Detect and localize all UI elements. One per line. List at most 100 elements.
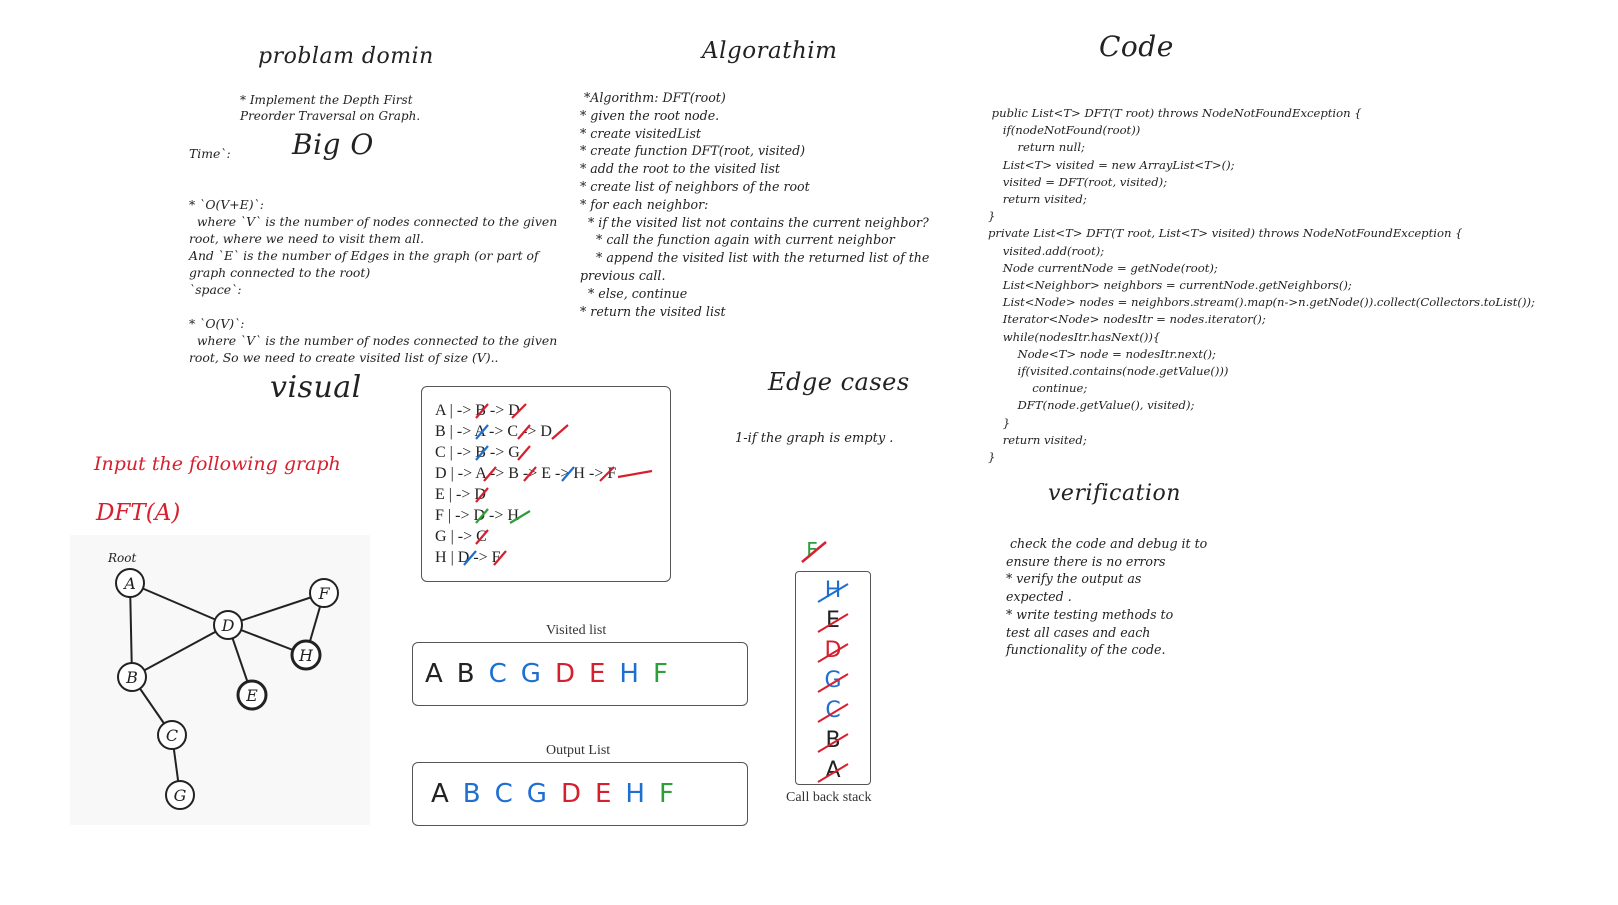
adjacency-separator: | [443, 507, 456, 524]
edge-d-f [227, 592, 325, 626]
output-list-item: D [560, 779, 581, 809]
strike-mark [511, 403, 527, 419]
call-stack-top-strike [801, 541, 827, 563]
adjacency-separator: | [444, 486, 456, 503]
adjacency-separator: | [446, 549, 458, 566]
graph-node-a [115, 568, 145, 598]
call-stack-item: A [825, 758, 841, 783]
visited-list-item: C [488, 659, 507, 689]
root-label: Root [107, 551, 136, 565]
graph-node-label-g: G [174, 786, 187, 805]
verification-title: verification [1048, 481, 1181, 506]
output-list-item: B [462, 779, 481, 809]
strike-mark [475, 487, 489, 503]
strike-mark [599, 466, 615, 482]
adjacency-separator: | [445, 402, 457, 419]
call-stack-item: B [825, 728, 841, 753]
strike-mark [483, 466, 497, 482]
output-list-item: H [625, 779, 645, 809]
adjacency-separator: | [445, 423, 457, 440]
visited-list-item: E [588, 659, 606, 689]
output-list-item: C [494, 779, 513, 809]
verification-text: check the code and debug it to ensure th… [1006, 536, 1208, 658]
visited-list-label: Visited list [546, 623, 607, 638]
call-stack-strike [817, 703, 849, 723]
strike-mark [517, 424, 531, 440]
adjacency-neighbors: -> D [455, 486, 486, 503]
code-block: public List<T> DFT(T root) throws NodeNo… [988, 106, 1535, 465]
call-stack-strike [817, 643, 849, 663]
adjacency-row: B | -> A -> C -> D [435, 421, 616, 442]
strike-mark [475, 445, 489, 461]
adjacency-node: G [435, 528, 447, 545]
call-stack-item: C [825, 698, 841, 723]
output-list-label: Output List [546, 743, 611, 758]
visited-list-item: B [456, 659, 475, 689]
call-stack-top-item: F [806, 538, 818, 562]
graph-node-b [117, 662, 147, 692]
algorithm-text: *Algorithm: DFT(root) * given the root n… [580, 90, 930, 319]
graph-node-label-a: A [122, 574, 136, 593]
graph-node-h [290, 639, 322, 671]
visited-list-item: G [520, 659, 541, 689]
adjacency-neighbors: -> D -> H [455, 507, 519, 524]
adjacency-row: E | -> D [435, 484, 616, 505]
call-stack-strike [817, 613, 849, 633]
adjacency-separator: | [446, 465, 458, 482]
call-stack-strike [817, 583, 849, 603]
strike-mark [463, 550, 477, 566]
input-graph-label: Input the following graph [94, 453, 341, 475]
strike-mark [509, 510, 531, 524]
problem-domain-title: problam domin [258, 44, 434, 69]
adjacency-node: F [435, 507, 444, 524]
code-title: Code [1099, 30, 1174, 63]
output-list-item: G [526, 779, 547, 809]
adjacency-node: D [435, 465, 447, 482]
graph-node-label-h: H [298, 646, 314, 665]
strike-mark [475, 529, 489, 545]
algorithm-title: Algorathim [702, 38, 838, 64]
visited-list-item: A [425, 659, 443, 689]
graph-node-label-b: B [125, 668, 138, 687]
call-stack-item: D [824, 638, 842, 663]
edge-a-b [129, 582, 133, 678]
visual-title: visual [270, 370, 362, 405]
strike-mark [475, 403, 489, 419]
adjacency-strike-marks [463, 403, 653, 566]
adjacency-row: H | D -> F [435, 547, 616, 568]
visited-list-item: F [652, 659, 668, 689]
strike-mark [475, 424, 489, 440]
adjacency-node: B [435, 423, 446, 440]
adjacency-node: C [435, 444, 446, 461]
strike-mark [475, 508, 489, 524]
graph-node-label-e: E [245, 686, 258, 705]
call-stack-item: G [824, 668, 842, 693]
strike-mark [523, 466, 537, 482]
graph-node-e [236, 679, 268, 711]
graph-node-c [157, 720, 187, 750]
call-stack-item: H [824, 578, 842, 603]
call-stack-item: E [826, 608, 840, 633]
big-o-text: Time`: * `O(V+E)`: where `V` is the numb… [189, 146, 558, 365]
call-stack-label: Call back stack [786, 790, 872, 805]
adjacency-neighbors: -> B -> G [456, 444, 520, 461]
adjacency-node: E [435, 486, 445, 503]
call-stack-strike [817, 763, 849, 783]
visited-list-item: H [619, 659, 639, 689]
adjacency-separator: | [446, 528, 458, 545]
adjacency-node: A [435, 402, 446, 419]
strike-mark [551, 424, 569, 440]
adjacency-node: H [435, 549, 447, 566]
adjacency-neighbors: -> A -> C -> D [456, 423, 552, 440]
call-stack-strike [817, 733, 849, 753]
graph-node-label-d: D [221, 616, 235, 635]
adjacency-row: C | -> B -> G [435, 442, 616, 463]
edge-cases-title: Edge cases [768, 368, 910, 396]
edge-cases-text: 1-if the graph is empty . [735, 431, 894, 446]
output-list-item: F [658, 779, 674, 809]
adjacency-neighbors: -> B -> D [456, 402, 520, 419]
